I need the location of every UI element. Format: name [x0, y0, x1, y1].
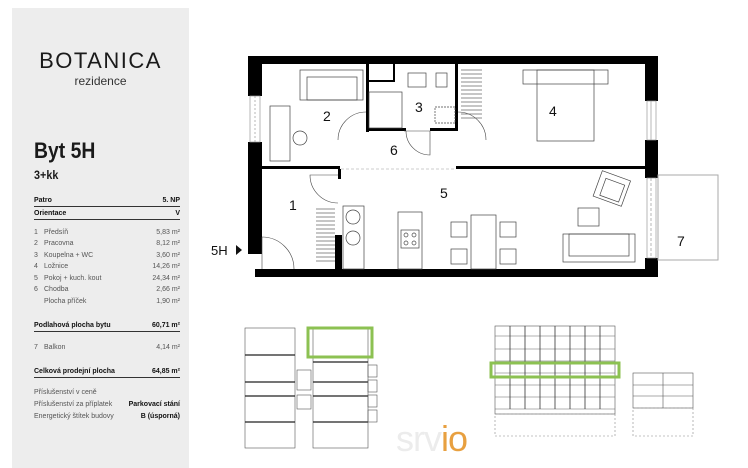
extras-row: Příslušenství za příplatek Parkovací stá… — [34, 400, 180, 409]
room-name: Pokoj + kuch. kout — [44, 275, 102, 282]
floor-area-row: Podlahová plocha bytu 60,71 m² — [34, 321, 180, 332]
entry-arrow-icon — [236, 245, 242, 255]
room-area: 4,14 m² — [156, 344, 180, 351]
floor-area-value: 60,71 m² — [151, 322, 180, 329]
svg-text:2: 2 — [323, 108, 331, 124]
building-floor-plan — [244, 327, 378, 449]
unit-type: 3+kk — [34, 168, 59, 182]
room-area: 14,26 m² — [152, 263, 180, 270]
doors — [261, 111, 487, 270]
room-area: 5,83 m² — [156, 229, 180, 236]
svg-text:4: 4 — [549, 103, 557, 119]
walls — [248, 56, 658, 277]
room-row: Plocha příček 1,90 m² — [34, 297, 180, 306]
floor-area-label: Podlahová plocha bytu — [34, 322, 111, 329]
room-numbers: 1 2 3 4 5 6 7 — [289, 99, 685, 249]
extras-value: Parkovací stání — [128, 401, 180, 408]
total-area-row: Celková prodejní plocha 64,85 m² — [34, 367, 180, 378]
brand-logo: BOTANICA — [39, 48, 162, 73]
unit-title: Byt 5H — [34, 138, 96, 163]
room-area: 24,34 m² — [152, 275, 180, 282]
room-name: Koupelna + WC — [44, 252, 94, 259]
balcony-row: 7 Balkon 4,14 m² — [34, 343, 180, 352]
extras-label: Energetický štítek budovy — [34, 413, 114, 420]
total-area-label: Celková prodejní plocha — [34, 368, 115, 375]
extras-value: B (úsporná) — [140, 413, 180, 420]
info-panel: BOTANICA rezidence Byt 5H 3+kk Patro 5. … — [12, 8, 189, 468]
room-num: 6 — [34, 286, 38, 293]
room-num: 3 — [34, 252, 38, 259]
room-name: Balkon — [44, 344, 66, 351]
total-area-value: 64,85 m² — [151, 368, 180, 375]
svg-text:1: 1 — [289, 197, 297, 213]
room-num: 4 — [34, 263, 38, 270]
room-area: 3,60 m² — [156, 252, 180, 259]
room-num: 5 — [34, 275, 38, 282]
room-name: Ložnice — [44, 263, 69, 270]
svg-text:3: 3 — [415, 99, 423, 115]
balcony — [657, 174, 719, 261]
windows — [249, 95, 657, 259]
unit-highlight-elevation — [489, 361, 621, 379]
room-row: 5 Pokoj + kuch. kout 24,34 m² — [34, 274, 180, 283]
room-area: 8,12 m² — [156, 240, 180, 247]
room-num: 1 — [34, 229, 38, 236]
info-value: V — [175, 210, 180, 217]
room-num: 2 — [34, 240, 38, 247]
svg-text:7: 7 — [677, 233, 685, 249]
watermark: srvio — [396, 418, 468, 460]
svg-text:6: 6 — [390, 142, 398, 158]
building-elevation — [494, 325, 694, 437]
extras-label: Příslušenství za příplatek — [34, 401, 113, 408]
extras-row: Příslušenství v ceně — [34, 388, 180, 397]
room-name: Plocha příček — [44, 298, 87, 305]
room-name: Pracovna — [44, 240, 74, 247]
room-num: 7 — [34, 344, 38, 351]
watermark-accent: io — [441, 418, 468, 459]
info-label: Patro — [34, 197, 52, 204]
room-row: 2 Pracovna 8,12 m² — [34, 239, 180, 248]
info-label: Orientace — [34, 210, 67, 217]
room-row: 1 Předsíň 5,83 m² — [34, 228, 180, 237]
room-row: 4 Ložnice 14,26 m² — [34, 262, 180, 271]
extras-row: Energetický štítek budovy B (úsporná) — [34, 412, 180, 421]
extras-label: Příslušenství v ceně — [34, 389, 97, 396]
room-name: Předsíň — [44, 229, 69, 236]
room-row: 3 Koupelna + WC 3,60 m² — [34, 251, 180, 260]
room-row: 6 Chodba 2,66 m² — [34, 285, 180, 294]
room-area: 2,66 m² — [156, 286, 180, 293]
entry-label: 5H — [211, 243, 228, 258]
info-row-floor: Patro 5. NP — [34, 196, 180, 207]
info-row-orientation: Orientace V — [34, 209, 180, 220]
svg-text:5: 5 — [440, 185, 448, 201]
watermark-faded: srv — [396, 418, 442, 459]
unit-highlight-plan — [306, 326, 374, 359]
room-name: Chodba — [44, 286, 69, 293]
info-value: 5. NP — [162, 197, 180, 204]
brand-subtitle: rezidence — [74, 74, 127, 88]
room-area: 1,90 m² — [156, 298, 180, 305]
furniture — [269, 69, 636, 270]
